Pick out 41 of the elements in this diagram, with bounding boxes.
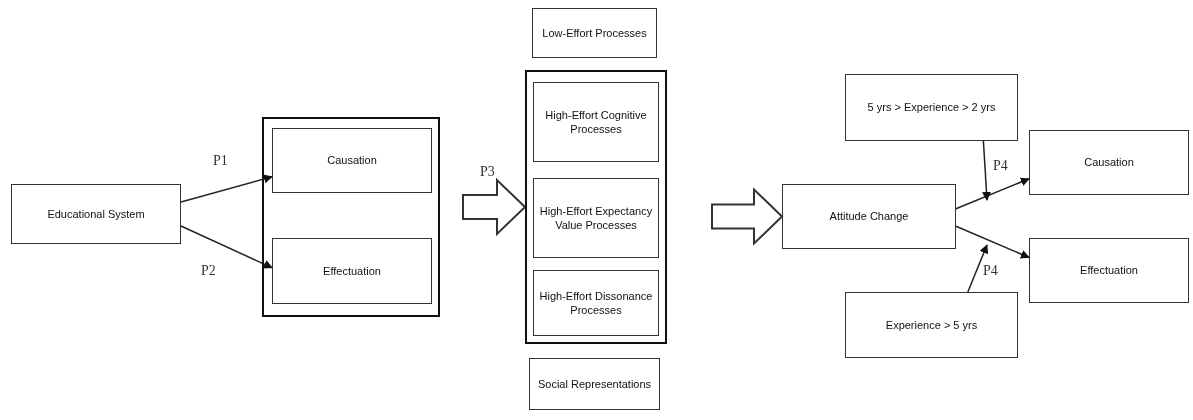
process-box xyxy=(11,184,181,244)
box-label: High-Effort Dissonance Processes xyxy=(538,288,654,318)
arrow xyxy=(180,174,273,203)
edge-label: P4 xyxy=(983,263,998,279)
box-label: High-Effort Expectancy Value Processes xyxy=(538,203,654,233)
group-frame xyxy=(262,117,440,317)
edge-label: P3 xyxy=(480,164,495,180)
process-box xyxy=(533,82,659,162)
block-arrow xyxy=(711,187,784,246)
edge-label: P2 xyxy=(201,263,216,279)
edge-label: P1 xyxy=(213,153,228,169)
box-label: High-Effort Cognitive Processes xyxy=(544,107,648,137)
box-label: Educational System xyxy=(46,206,146,222)
edge-label: P4 xyxy=(993,158,1008,174)
process-box xyxy=(272,128,432,193)
box-label: Social Representations xyxy=(536,376,653,392)
process-box xyxy=(845,292,1018,358)
box-label: 5 yrs > Experience > 2 yrs xyxy=(866,100,997,115)
arrow xyxy=(982,140,991,201)
process-box xyxy=(533,178,659,258)
box-label: Effectuation xyxy=(322,263,382,279)
arrow xyxy=(955,225,1030,259)
arrow xyxy=(967,244,989,293)
box-label: Low-Effort Processes xyxy=(541,25,648,41)
box-label: Attitude Change xyxy=(828,209,910,224)
process-box xyxy=(272,238,432,304)
box-label: Causation xyxy=(1083,155,1135,170)
group-frame xyxy=(525,70,667,344)
process-box xyxy=(533,270,659,336)
box-label: Causation xyxy=(326,153,378,168)
box-label: Effectuation xyxy=(1079,263,1139,278)
arrow xyxy=(955,177,1030,210)
box-label: Experience > 5 yrs xyxy=(884,317,979,333)
block-arrow xyxy=(462,177,527,237)
process-box xyxy=(532,8,657,58)
process-box xyxy=(1029,238,1189,303)
process-box xyxy=(1029,130,1189,195)
process-box xyxy=(782,184,956,249)
process-box xyxy=(529,358,660,410)
arrow xyxy=(180,225,273,269)
process-box xyxy=(845,74,1018,141)
